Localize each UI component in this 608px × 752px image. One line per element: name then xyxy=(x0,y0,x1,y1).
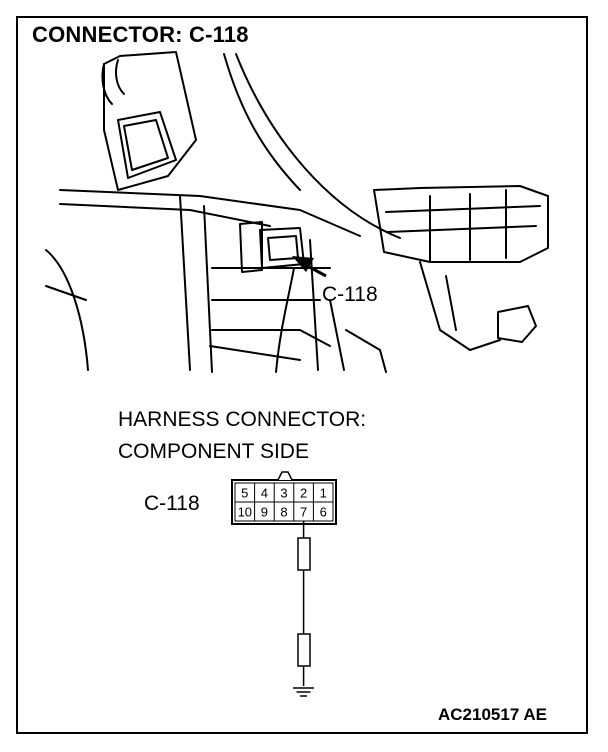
pin-4-label: 4 xyxy=(261,486,268,501)
diagram-frame xyxy=(16,16,588,734)
probe-upper xyxy=(297,537,311,571)
pin-1-label: 1 xyxy=(320,486,327,501)
steering-column xyxy=(373,185,549,263)
pin-6-label: 6 xyxy=(320,505,327,520)
connector-label: C-118 xyxy=(144,492,200,515)
pin-7-label: 7 xyxy=(300,505,307,520)
dashboard-curve xyxy=(235,53,401,239)
harness-connector-heading: HARNESS CONNECTOR: COMPONENT SIDE xyxy=(118,404,366,468)
harness-heading-line1: HARNESS CONNECTOR: xyxy=(118,408,367,431)
pin-10-label: 10 xyxy=(238,505,252,520)
figure-id: AC210517 AE xyxy=(438,705,547,724)
harness-connector-face: 5 4 3 2 1 10 9 8 7 6 xyxy=(231,471,337,525)
photo-callout-label: C-118 xyxy=(322,283,378,306)
pin-8-label: 8 xyxy=(280,505,287,520)
harness-heading-line2: COMPONENT SIDE xyxy=(118,440,309,463)
pin-2-label: 2 xyxy=(300,486,307,501)
probe-lower xyxy=(297,633,311,667)
pin-3-label: 3 xyxy=(280,486,287,501)
callout-arrow xyxy=(292,256,327,278)
diagram-title: CONNECTOR: C-118 xyxy=(32,22,249,47)
pin-9-label: 9 xyxy=(261,505,268,520)
ground-icon xyxy=(293,687,314,697)
test-probe xyxy=(297,521,311,686)
console-panel xyxy=(103,51,197,191)
pin-5-label: 5 xyxy=(241,486,248,501)
